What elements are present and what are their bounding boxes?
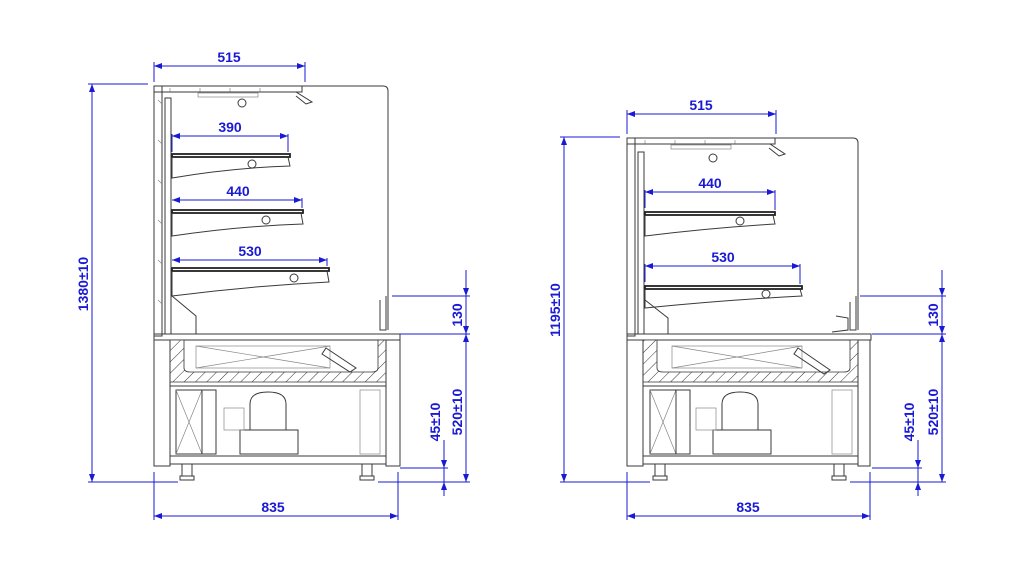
left-leg-height-label: 45±10 bbox=[427, 402, 443, 441]
right-front-glass-label: 130 bbox=[925, 303, 941, 327]
right-shelf-1-label: 440 bbox=[698, 175, 722, 191]
left-cabinet-drawing bbox=[153, 85, 401, 481]
left-total-height-label: 1380±10 bbox=[75, 257, 91, 312]
right-dimensions bbox=[560, 110, 946, 520]
right-leg-height-label: 45±10 bbox=[901, 402, 917, 441]
right-total-depth-label: 835 bbox=[736, 499, 760, 515]
left-shelf-2-label: 440 bbox=[226, 183, 250, 199]
right-base-height-label: 520±10 bbox=[925, 388, 941, 435]
left-dimensions bbox=[88, 62, 470, 520]
left-base-height-label: 520±10 bbox=[449, 388, 465, 435]
right-top-depth-label: 515 bbox=[689, 97, 713, 113]
left-total-depth-label: 835 bbox=[261, 499, 285, 515]
right-cabinet-drawing bbox=[626, 137, 872, 481]
left-shelf-1-label: 390 bbox=[218, 119, 242, 135]
left-front-glass-label: 130 bbox=[449, 303, 465, 327]
right-total-height-label: 1195±10 bbox=[547, 283, 563, 337]
right-shelf-2-label: 530 bbox=[711, 249, 735, 265]
left-top-depth-label: 515 bbox=[217, 49, 241, 65]
left-shelf-3-label: 530 bbox=[238, 243, 262, 259]
